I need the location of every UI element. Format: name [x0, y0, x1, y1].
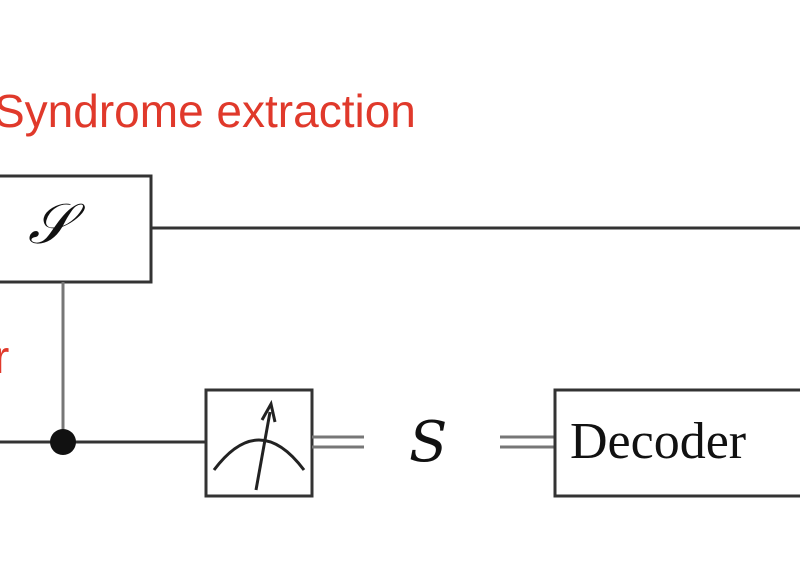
- left-annotation-fragment: r: [0, 331, 10, 383]
- stabilizer-gate-box: [0, 174, 153, 284]
- decoder-box: [553, 388, 800, 498]
- classical-wire-right: [500, 435, 555, 449]
- measurement-gate: [204, 388, 314, 498]
- measurement-meter-icon: [212, 399, 306, 491]
- section-title: Syndrome extraction: [0, 85, 416, 137]
- decoder-label: Decoder: [570, 413, 747, 470]
- classical-wire-left: [312, 435, 364, 449]
- control-dot-icon: [50, 429, 76, 455]
- stabilizer-symbol: 𝒮: [28, 192, 72, 257]
- syndrome-symbol: S: [409, 410, 448, 475]
